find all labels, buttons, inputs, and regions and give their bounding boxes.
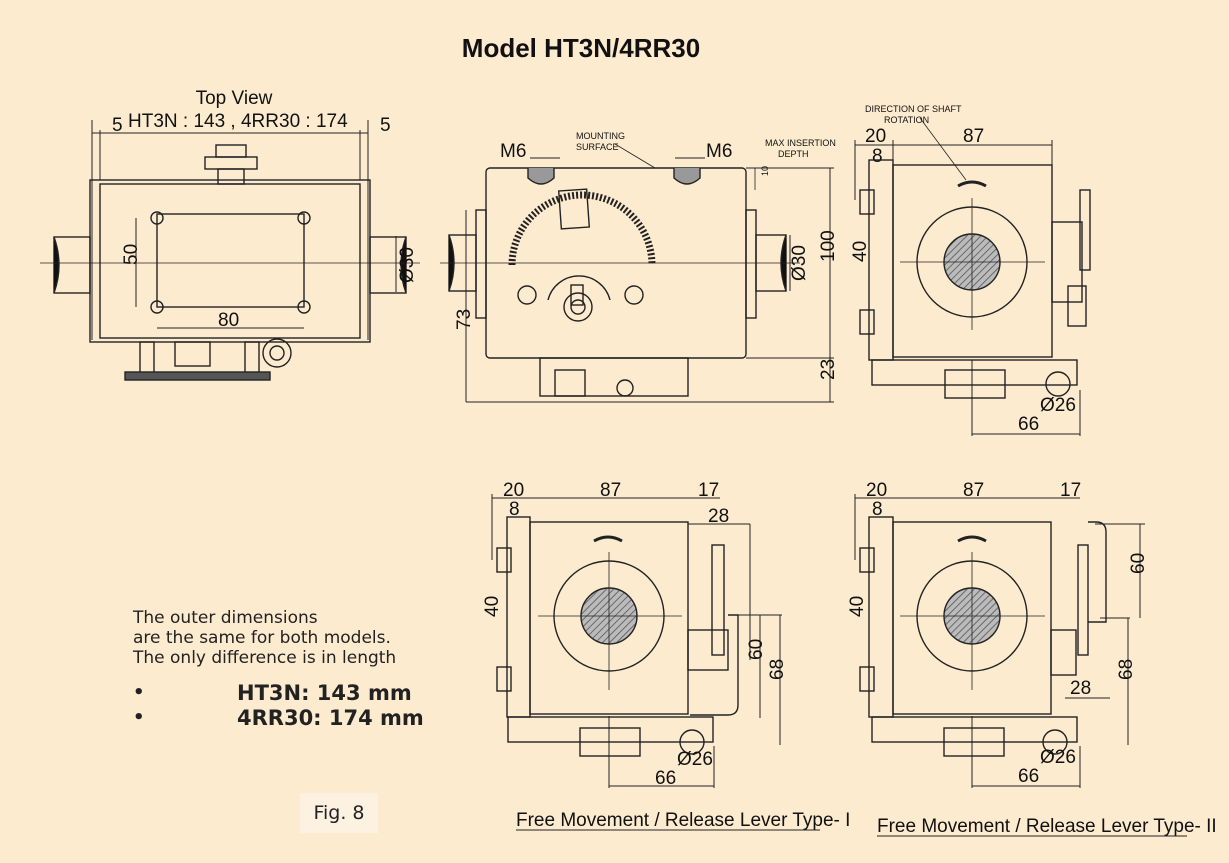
t1-dim-d26: Ø26 bbox=[677, 749, 713, 770]
t1-dim-87: 87 bbox=[600, 480, 621, 501]
mounting-surface-line2: SURFACE bbox=[576, 142, 619, 152]
shaft-rotation-line2: ROTATION bbox=[884, 115, 929, 125]
mounting-surface-line1: MOUNTING bbox=[576, 131, 625, 141]
top-dim-50: 50 bbox=[121, 244, 142, 265]
front-view: M6 M6 MOUNTING SURFACE MAX INSERTION DEP… bbox=[440, 131, 839, 403]
type1-view: 20 8 87 17 28 40 60 68 66 Ø26 Free bbox=[482, 480, 850, 831]
t2-dim-8: 8 bbox=[872, 499, 883, 520]
t1-dim-8: 8 bbox=[509, 499, 520, 520]
t2-dim-d26: Ø26 bbox=[1040, 747, 1076, 768]
t2-dim-28: 28 bbox=[1070, 678, 1091, 699]
top-view-label: Top View bbox=[196, 88, 273, 109]
front-dim-73: 73 bbox=[454, 309, 475, 330]
front-dim-d30: Ø30 bbox=[789, 245, 810, 281]
t1-dim-28: 28 bbox=[708, 506, 729, 527]
t2-dim-40: 40 bbox=[847, 596, 868, 617]
side-view: DIRECTION OF SHAFT ROTATION 20 8 87 40 6… bbox=[850, 104, 1091, 436]
side-dim-66: 66 bbox=[1018, 414, 1039, 435]
t1-dim-68: 68 bbox=[767, 659, 788, 680]
front-m6-left: M6 bbox=[500, 141, 526, 162]
note-line-1: The outer dimensions bbox=[133, 608, 318, 628]
t1-dim-20: 20 bbox=[503, 480, 524, 501]
t2-dim-17: 17 bbox=[1060, 480, 1081, 501]
list-item: • 4RR30: 174 mm bbox=[133, 705, 424, 730]
model-length-list: • HT3N: 143 mm • 4RR30: 174 mm bbox=[133, 680, 424, 730]
dimension-note: The outer dimensions are the same for bo… bbox=[133, 608, 396, 668]
shaft-rotation-line1: DIRECTION OF SHAFT bbox=[865, 104, 962, 114]
side-dim-8: 8 bbox=[872, 146, 883, 167]
bullet-text: 4RR30: 174 mm bbox=[237, 705, 424, 730]
t2-dim-66: 66 bbox=[1018, 766, 1039, 787]
t1-caption: Free Movement / Release Lever Type- I bbox=[516, 810, 850, 831]
t2-dim-68: 68 bbox=[1116, 659, 1137, 680]
top-dim-d30: Ø30 bbox=[397, 247, 418, 283]
side-dim-20: 20 bbox=[865, 126, 886, 147]
t2-dim-87: 87 bbox=[963, 480, 984, 501]
front-dim-100: 100 bbox=[818, 230, 839, 262]
front-m6-right: M6 bbox=[706, 141, 732, 162]
bullet-symbol: • bbox=[133, 682, 145, 703]
side-dim-40: 40 bbox=[850, 241, 871, 262]
t1-dim-66: 66 bbox=[655, 768, 676, 789]
bullet-text: HT3N: 143 mm bbox=[237, 680, 412, 705]
bullet-symbol: • bbox=[133, 707, 145, 728]
side-dim-87: 87 bbox=[963, 126, 984, 147]
page-title: Model HT3N/4RR30 bbox=[462, 33, 700, 63]
front-dim-23: 23 bbox=[818, 359, 839, 380]
side-dim-d26: Ø26 bbox=[1040, 395, 1076, 416]
max-insertion-line1: MAX INSERTION bbox=[765, 138, 836, 148]
top-view: Top View 5 HT3N : 143 , 4RR30 : 174 5 50… bbox=[40, 88, 420, 381]
max-insertion-line2: DEPTH bbox=[778, 149, 809, 159]
list-item: • HT3N: 143 mm bbox=[133, 680, 424, 705]
front-dim-10: 10 bbox=[760, 166, 770, 176]
figure-label: Fig. 8 bbox=[300, 793, 378, 833]
note-line-2: are the same for both models. bbox=[133, 628, 391, 648]
t1-dim-17: 17 bbox=[698, 480, 719, 501]
type2-view: 20 8 87 17 60 40 28 68 66 Ø26 Free bbox=[847, 480, 1217, 837]
top-dim-80: 80 bbox=[218, 310, 239, 331]
t1-dim-60: 60 bbox=[746, 639, 767, 660]
t2-dim-60: 60 bbox=[1128, 553, 1149, 574]
top-dim-right: 5 bbox=[380, 115, 391, 136]
top-dim-length: HT3N : 143 , 4RR30 : 174 bbox=[128, 111, 348, 132]
note-line-3: The only difference is in length bbox=[133, 648, 397, 668]
t2-caption: Free Movement / Release Lever Type- II bbox=[877, 816, 1217, 837]
t2-dim-20: 20 bbox=[866, 480, 887, 501]
top-dim-left: 5 bbox=[112, 115, 123, 136]
t1-dim-40: 40 bbox=[482, 596, 503, 617]
